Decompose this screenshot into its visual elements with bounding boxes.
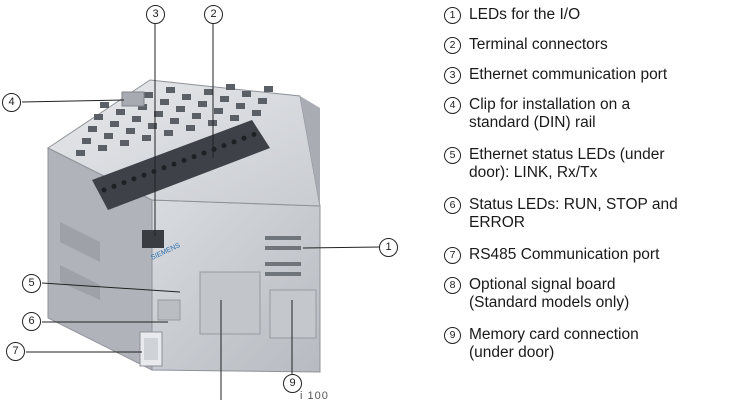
legend-item: 2 Terminal connectors [444,36,608,54]
vent-slot [82,138,91,144]
io-leds [265,236,301,276]
vent-slot [236,103,245,109]
vent-slot [198,101,207,107]
vent-slot [258,98,267,104]
vent-slot [116,109,125,115]
terminal-screw [151,169,157,174]
plc-illustration: SIEMENS [21,23,381,400]
vent-slot [142,135,151,141]
legend-number: 9 [444,327,461,344]
legend-number: 3 [444,67,461,84]
callout-9: 9 [283,374,302,393]
vent-slot [176,106,185,112]
vent-slot [138,104,147,110]
callout-2: 2 [204,5,223,24]
vent-slot [220,96,229,102]
legend-number: 8 [444,277,461,294]
legend-item: 1 LEDs for the I/O [444,6,580,24]
vent-slot [226,84,235,90]
callout-4: 4 [2,93,21,112]
vent-slot [204,89,213,95]
terminal-screw [231,139,237,145]
vent-slot [144,92,153,98]
vent-slot [164,130,173,136]
memory-card-door [269,289,317,339]
terminal-screw [131,176,137,182]
leader-lines [21,23,381,400]
legend-item: 9 Memory card connection (under door) [444,326,639,362]
terminal-screw [141,172,147,178]
legend-item: 4 Clip for installation on a standard (DI… [444,96,630,132]
legend-number: 5 [444,147,461,164]
vent-slot [214,108,223,114]
terminal-screw [221,143,227,149]
vent-slot [166,87,175,93]
terminal-screw [111,183,117,189]
legend-item: 3 Ethernet communication port [444,66,667,84]
caption-fragment: i 100 [300,390,329,402]
legend-number: 4 [444,97,461,114]
vent-slot [192,113,201,119]
vent-slot [132,116,141,122]
legend-item: 5 Ethernet status LEDs (under door): LINK… [444,146,665,182]
vent-slot [186,125,195,131]
vent-slot [110,121,119,127]
vent-slot [94,114,103,120]
legend-text: LEDs for the I/O [469,6,581,23]
legend-number: 2 [444,37,461,54]
legend-text: Ethernet communication port [469,66,668,83]
terminal-screw [101,187,107,193]
legend-text: Terminal connectors [469,36,608,53]
signal-board-door [199,271,261,335]
legend-number: 6 [444,197,461,214]
terminal-strip [92,120,270,210]
vent-slot [76,150,85,156]
terminal-screw [121,180,127,186]
callout-1: 1 [379,238,398,257]
legend-text: Optional signal board (Standard models o… [469,276,630,311]
terminal-screw [161,165,167,171]
vent-slot [264,86,273,92]
vent-slot [160,99,169,105]
vent-slot [148,123,157,129]
callout-5: 5 [22,274,41,293]
legend-number: 7 [444,247,461,264]
vent-slot [126,128,135,134]
legend-text: Ethernet status LEDs (under door): LINK,… [469,146,665,181]
terminal-screw [171,161,177,167]
vent-slot [252,110,261,116]
callout-3: 3 [146,5,165,24]
legend-item: 8 Optional signal board (Standard models … [444,276,629,312]
vent-slot [88,126,97,132]
vent-slot [98,145,107,151]
legend-text: Status LEDs: RUN, STOP and ERROR [469,196,678,231]
vent-slot [182,94,191,100]
vent-slot [154,111,163,117]
callout-7: 7 [6,342,25,361]
vent-slot [170,118,179,124]
legend-number: 1 [444,7,461,24]
legend-text: Memory card connection (under door) [469,326,639,361]
status-led-panel [157,299,181,321]
vent-slot [120,140,129,146]
din-clip [121,91,145,107]
terminal-screw [201,150,207,156]
legend-item: 6 Status LEDs: RUN, STOP and ERROR [444,196,678,232]
vent-slot [100,102,109,108]
terminal-screw [181,157,187,163]
callout-6: 6 [22,312,41,331]
legend-item: 7 RS485 Communication port [444,246,659,264]
ethernet-port [142,230,164,248]
legend-text: Clip for installation on a standard (DIN… [469,96,631,131]
vent-slot [242,91,251,97]
terminal-screw [251,132,257,137]
legend-text: RS485 Communication port [469,246,660,263]
vent-slot [104,133,113,139]
vent-slot [230,115,239,121]
terminal-screw [241,135,247,141]
terminal-screw [191,154,197,160]
terminal-screw [211,146,217,152]
